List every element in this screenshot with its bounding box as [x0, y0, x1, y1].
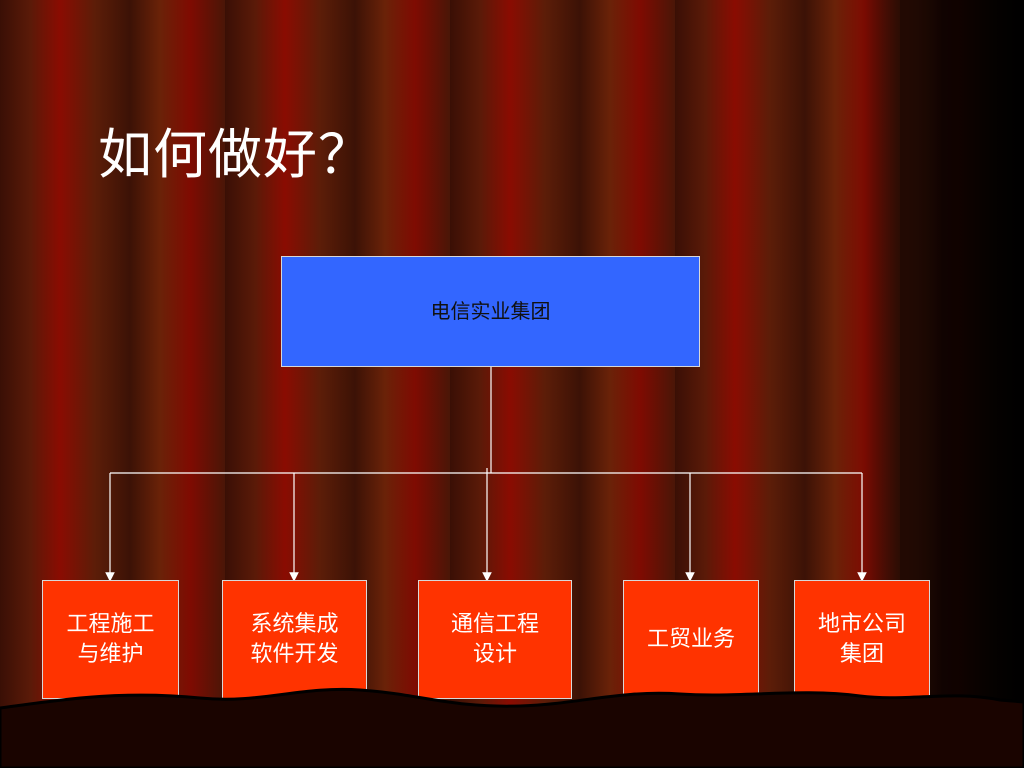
child-node-4: 工贸业务: [623, 580, 759, 699]
stage-floor-edge: [0, 687, 1024, 768]
slide-title: 如何做好？: [98, 123, 373, 186]
child-node-3: 通信工程 设计: [418, 580, 572, 699]
child-node-5: 地市公司 集团: [794, 580, 930, 699]
child-node-2: 系统集成 软件开发: [222, 580, 367, 699]
root-node: 电信实业集团: [281, 256, 700, 367]
child-node-1: 工程施工 与维护: [42, 580, 179, 699]
